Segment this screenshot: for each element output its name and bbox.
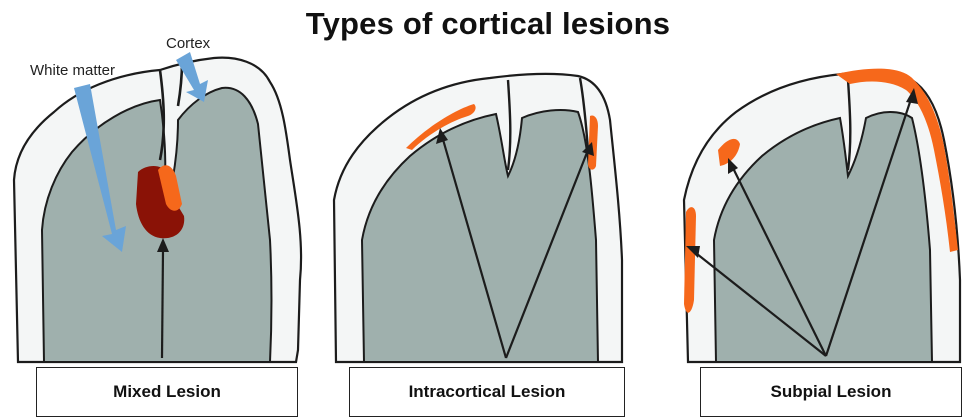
cortex-annotation: Cortex [166,35,210,52]
intracortical-lesion-illustration [330,0,650,370]
brain-tissue [334,74,622,362]
subpial-lesion-label: Subpial Lesion [700,367,962,417]
mixed-lesion-illustration [0,0,320,370]
subpial-lesion-illustration [662,0,976,370]
white-matter-annotation: White matter [30,62,115,79]
brain-tissue [684,72,960,362]
mixed-lesion-label: Mixed Lesion [36,367,298,417]
intracortical-lesion-label: Intracortical Lesion [349,367,625,417]
